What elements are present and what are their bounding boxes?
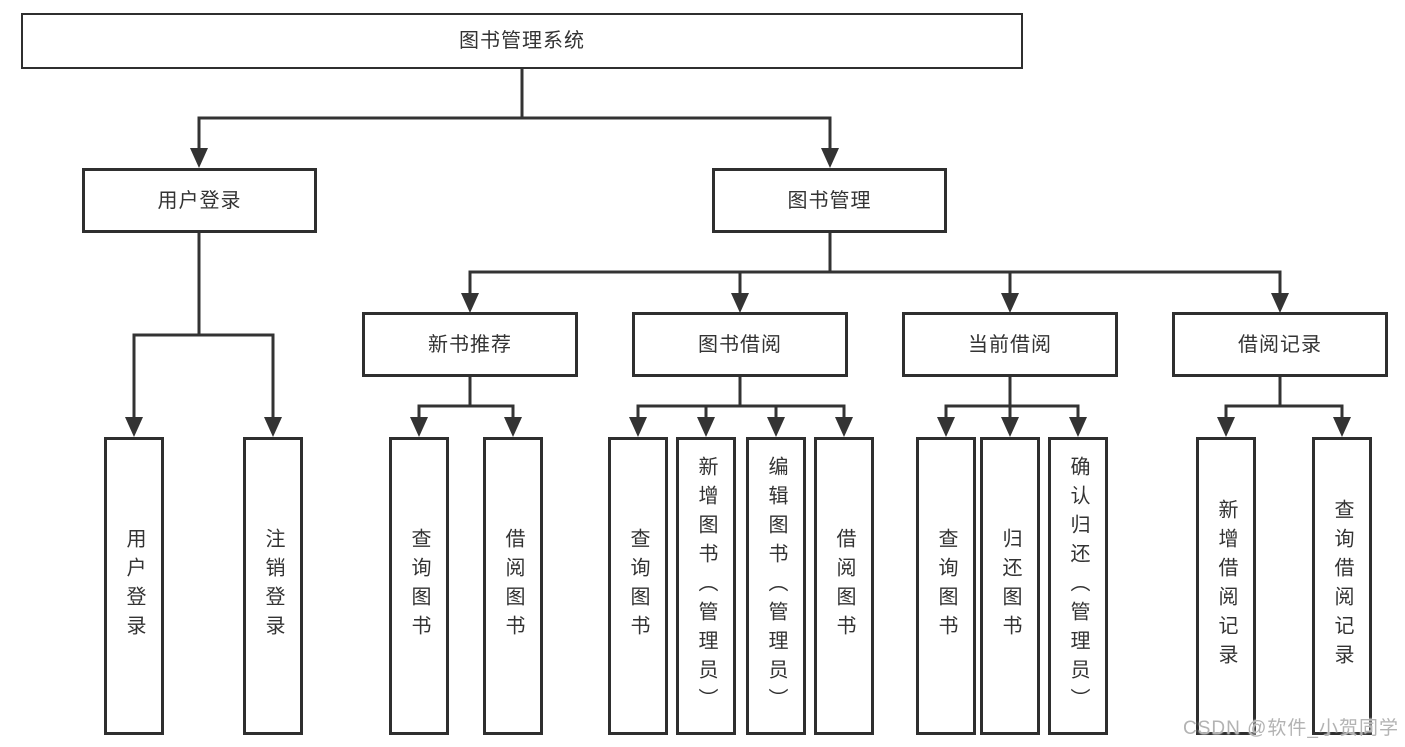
leaf-confirm-return-admin: 确认归还（管理员） [1048,437,1108,735]
leaf-query-books-current: 查询图书 [916,437,976,735]
node-new-book-recommendation: 新书推荐 [362,312,578,377]
leaf-user-login: 用户登录 [104,437,164,735]
leaf-query-books-borrowing: 查询图书 [608,437,668,735]
leaf-borrow-books-recommend: 借阅图书 [483,437,543,735]
node-current-borrowing: 当前借阅 [902,312,1118,377]
csdn-watermark: CSDN @软件_小贺同学 [1183,718,1399,739]
leaf-add-book-admin: 新增图书（管理员） [676,437,736,735]
node-book-management: 图书管理 [712,168,947,233]
leaf-query-books-recommend: 查询图书 [389,437,449,735]
node-user-login: 用户登录 [82,168,317,233]
leaf-query-borrow-record: 查询借阅记录 [1312,437,1372,735]
leaf-logout: 注销登录 [243,437,303,735]
leaf-edit-book-admin: 编辑图书（管理员） [746,437,806,735]
node-borrowing-records: 借阅记录 [1172,312,1388,377]
leaf-add-borrow-record: 新增借阅记录 [1196,437,1256,735]
node-library-management-system: 图书管理系统 [21,13,1023,69]
leaf-borrow-books-borrowing: 借阅图书 [814,437,874,735]
node-book-borrowing: 图书借阅 [632,312,848,377]
leaf-return-books: 归还图书 [980,437,1040,735]
